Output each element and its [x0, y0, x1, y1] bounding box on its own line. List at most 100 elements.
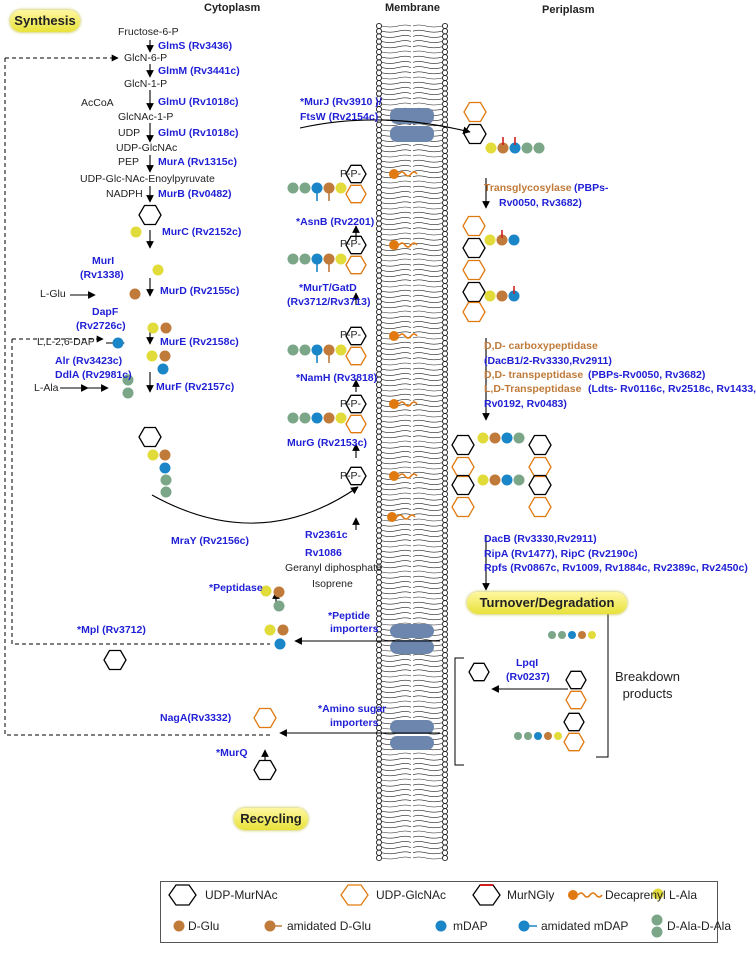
lipid-head [375, 303, 383, 310]
lipid-head [441, 43, 449, 50]
lipid-head [441, 199, 449, 206]
lipid-tail [412, 393, 443, 397]
lipid-head [441, 709, 449, 716]
lipid-head [441, 636, 449, 643]
membrane-arrows [261, 119, 568, 760]
dacb-enzyme: DacB (Rv3330,Rv2911) [484, 533, 597, 545]
lipid-tail [381, 497, 412, 501]
lipid-tail [412, 653, 443, 657]
lipid-tail [381, 601, 412, 605]
lipid-tail [381, 809, 412, 813]
decaprenyl-tail-icon [396, 514, 416, 520]
pbps-label: (PBPs- [574, 182, 609, 194]
lipid-tail [381, 581, 412, 584]
lipid-head [441, 740, 449, 747]
lipid-tail [412, 263, 443, 267]
lipid-head [441, 220, 449, 227]
decaprenyl-dot-icon [389, 240, 399, 250]
lipid-ii-2-dala [287, 412, 299, 424]
lipid-tail [412, 659, 443, 662]
lipid-head [375, 350, 383, 357]
lipid-tail [412, 549, 443, 553]
lipid-tail [412, 451, 443, 454]
lipid-head [375, 672, 383, 680]
lipid-head [441, 95, 449, 102]
lipid-tail [381, 217, 412, 220]
lipid-tail [381, 222, 412, 225]
lipid-head [375, 33, 383, 40]
hexagon-icon [451, 434, 475, 456]
lipid-tail [381, 159, 412, 163]
ld-transpeptidase: L,D-Transpeptidase [484, 383, 582, 395]
lipid-head [441, 28, 449, 35]
amino-sugar-importers-1: *Amino sugar [318, 703, 387, 715]
lipid-tail [381, 29, 412, 33]
lipid-head [375, 470, 383, 477]
lpqi-enzyme: LpqI [516, 657, 539, 669]
lipid-tail [381, 508, 412, 511]
lipid-head [375, 480, 383, 487]
lipid-head [441, 272, 449, 279]
lipid-tail [412, 596, 443, 600]
lipid-head [441, 719, 449, 726]
lipid-head [441, 236, 449, 243]
lipid-tail [412, 409, 443, 413]
fructose-6-p: Fructose-6-P [118, 26, 179, 38]
lipid-tail [412, 144, 443, 147]
lipid-head [441, 766, 449, 773]
lipid-head [441, 501, 449, 508]
lipid-head [441, 371, 449, 378]
lipid-head [441, 792, 449, 799]
lipid-head [375, 132, 383, 139]
lipid-head [375, 308, 383, 316]
lipid-tail [381, 227, 412, 231]
lipid-head [375, 236, 383, 243]
lipid-head [375, 230, 383, 238]
lipid-head [375, 59, 383, 66]
lipid-head [441, 537, 449, 544]
lipid-ii-amidated-1-lala [335, 182, 347, 194]
lipid-tail [381, 367, 412, 371]
turnover-section-label: Turnover/Degradation [467, 592, 627, 614]
lipid-head [441, 163, 449, 170]
lipid-head [375, 542, 383, 550]
lipid-tail [381, 55, 412, 59]
lipid-head [375, 267, 383, 274]
lipid-tail [381, 794, 412, 797]
lipid-tail [381, 430, 412, 433]
lipid-ii-2-lala [335, 412, 347, 424]
d-glu-dot-icon [160, 322, 172, 334]
lipid-head [375, 849, 383, 856]
lipid-head [441, 314, 449, 321]
lipid-tail [381, 357, 412, 361]
lipid-head [441, 485, 449, 492]
pep: PEP [118, 156, 140, 168]
lipid-tail [381, 523, 412, 527]
legend-d-glu: D-Glu [188, 919, 220, 933]
lipid-head [375, 324, 383, 331]
lipid-head [441, 532, 449, 539]
lipid-tail [381, 87, 412, 90]
lipid-head [375, 641, 383, 648]
l-ala-dot-icon [147, 449, 159, 461]
hexagon-icon [462, 301, 486, 323]
lipid-head [375, 605, 383, 612]
lipid-tail [412, 258, 443, 262]
lipid-head [441, 90, 449, 97]
dd-transpeptidase: D,D- transpeptidase [484, 369, 584, 381]
lipid-head [375, 199, 383, 206]
lipid-tail [412, 248, 443, 251]
rv2361c: Rv2361c [305, 529, 348, 541]
lipid-head [441, 797, 449, 804]
hexagon-icon [565, 690, 587, 710]
lipid-tail [412, 815, 443, 818]
lipid-head [441, 563, 449, 570]
lipid-head [441, 38, 449, 45]
lipid-tail [381, 773, 412, 777]
lipid-head [441, 210, 449, 217]
lipid-tail [381, 700, 412, 704]
lipid-tail [412, 222, 443, 225]
lipid-head [441, 605, 449, 612]
pp-label-4: P-P- [340, 398, 361, 410]
lipid-ii-amidated-2-lala [335, 253, 347, 265]
